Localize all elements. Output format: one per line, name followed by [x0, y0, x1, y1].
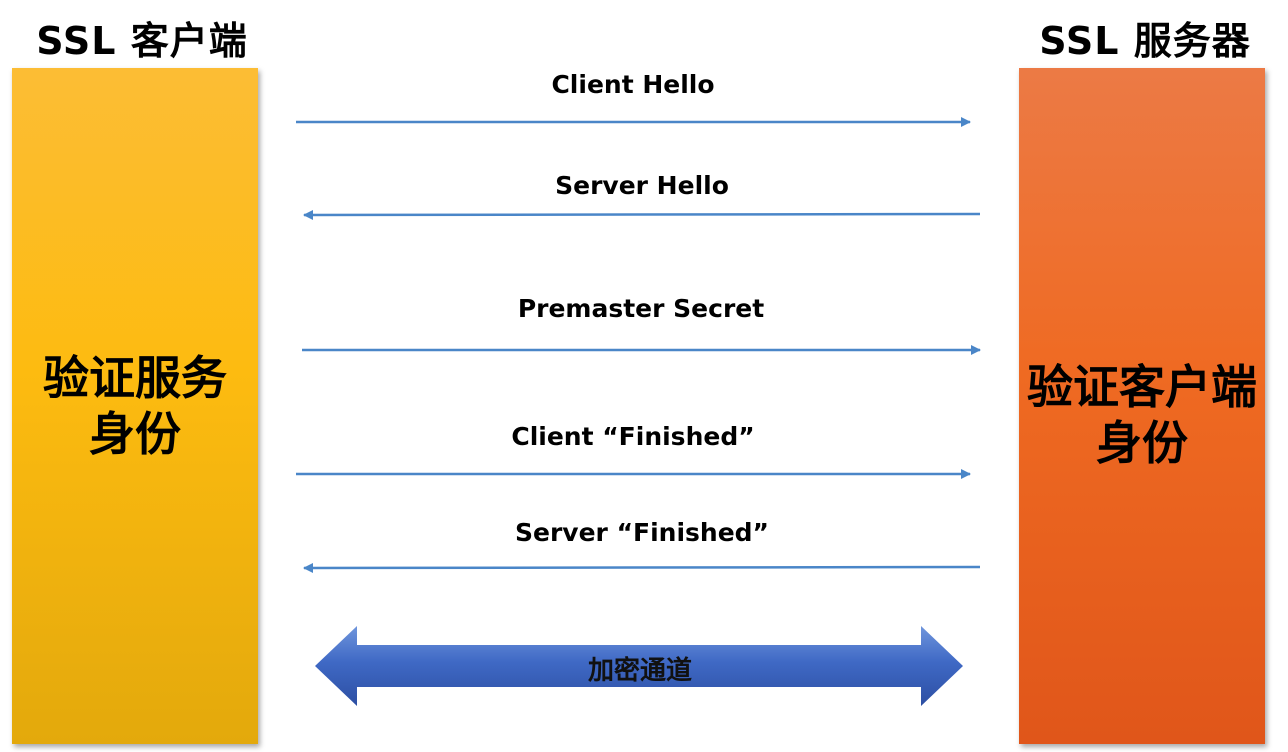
encrypted-channel-arrow — [315, 626, 963, 706]
message-arrow-5 — [303, 562, 981, 573]
message-label-2: Server Hello — [555, 171, 729, 200]
message-label-5: Server “Finished” — [515, 518, 769, 547]
client-pillar: 验证服务 身份 — [12, 68, 258, 744]
message-arrow-2 — [303, 209, 981, 220]
message-label-1: Client Hello — [551, 70, 715, 99]
server-pillar: 验证客户端 身份 — [1019, 68, 1265, 744]
client-pillar-text: 验证服务 身份 — [43, 351, 227, 461]
server-pillar-text: 验证客户端 身份 — [1027, 360, 1257, 470]
client-heading: SSL 客户端 — [36, 19, 248, 63]
message-label-3: Premaster Secret — [517, 294, 765, 323]
encrypted-channel-label: 加密通道 — [587, 656, 693, 686]
server-heading: SSL 服务器 — [1039, 19, 1251, 63]
message-label-4: Client “Finished” — [511, 422, 755, 451]
